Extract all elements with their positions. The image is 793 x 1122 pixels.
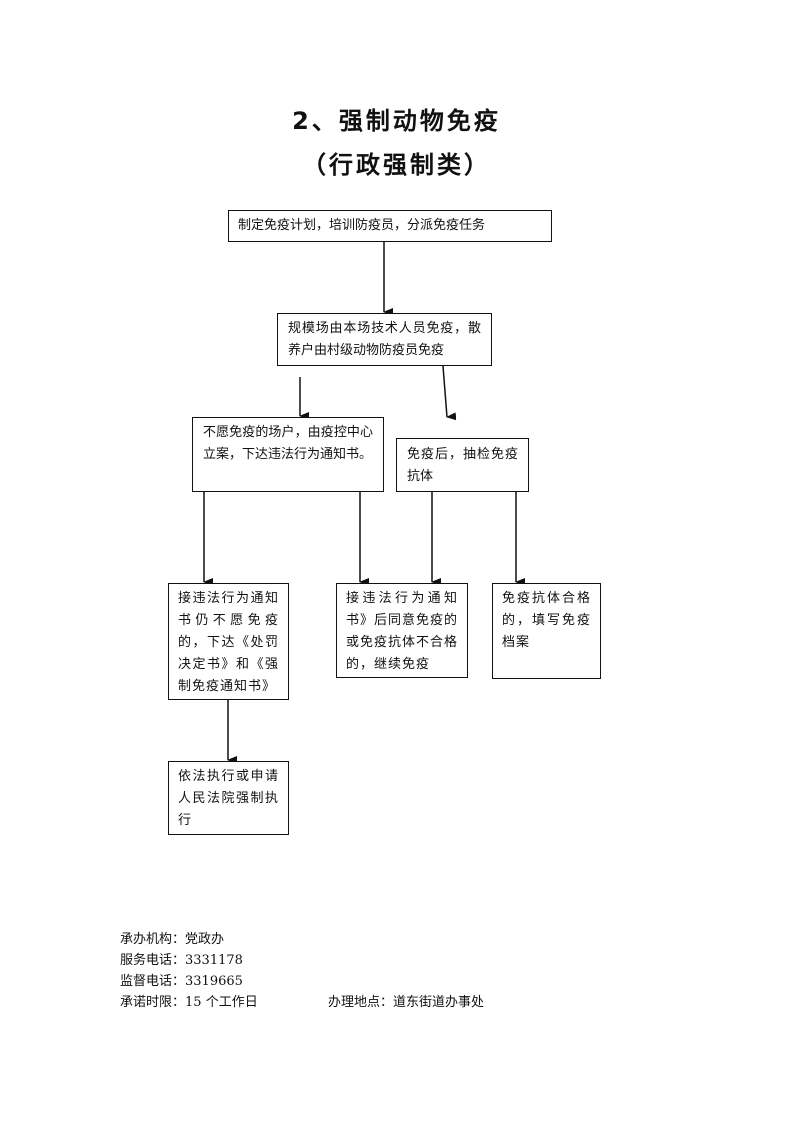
agency-value: 党政办 <box>185 932 225 947</box>
node-refuse: 不愿免疫的场户，由疫控中心立案，下达违法行为通知书。 <box>192 417 384 492</box>
node-vaccinate: 规模场由本场技术人员免疫，散养户由村级动物防疫员免疫 <box>277 313 492 366</box>
supervision-phone-label: 监督电话： <box>120 974 186 989</box>
footer-supervision-phone: 监督电话：3319665 <box>120 971 258 992</box>
node-still-refuse: 接违法行为通知书仍不愿免疫的，下达《处罚决定书》和《强制免疫通知书》 <box>168 583 289 700</box>
service-phone-label: 服务电话： <box>120 953 186 968</box>
page-title: 2、强制动物免疫 <box>292 107 501 135</box>
agency-label: 承办机构： <box>120 932 186 947</box>
node-enforce: 依法执行或申请人民法院强制执行 <box>168 761 289 835</box>
page-subtitle: （行政强制类） <box>302 151 491 179</box>
time-limit-value: 15 个工作日 <box>185 995 258 1010</box>
footer-agency: 承办机构：党政办 <box>120 929 258 950</box>
footer-time-limit: 承诺时限：15 个工作日 办理地点：道东街道办事处 <box>120 992 484 1013</box>
time-limit-label: 承诺时限： <box>120 995 186 1010</box>
footer-service-phone: 服务电话：3331178 <box>120 950 258 971</box>
footer-location: 办理地点：道东街道办事处 <box>328 992 484 1013</box>
arrow-vaccinate-to-test <box>442 365 457 421</box>
node-antibody-test: 免疫后，抽检免疫抗体 <box>396 438 529 492</box>
supervision-phone-value: 3319665 <box>185 974 243 989</box>
node-plan: 制定免疫计划，培训防疫员，分派免疫任务 <box>228 210 552 242</box>
service-phone-value: 3331178 <box>185 953 243 968</box>
node-qualified: 免疫抗体合格的，填写免疫档案 <box>492 583 601 679</box>
footer-info: 承办机构：党政办 服务电话：3331178 监督电话：3319665 承诺时限：… <box>120 929 484 1013</box>
location-label: 办理地点： <box>328 995 394 1010</box>
node-agree-continue: 接违法行为通知书》后同意免疫的或免疫抗体不合格的，继续免疫 <box>336 583 468 678</box>
location-value: 道东街道办事处 <box>393 995 485 1010</box>
